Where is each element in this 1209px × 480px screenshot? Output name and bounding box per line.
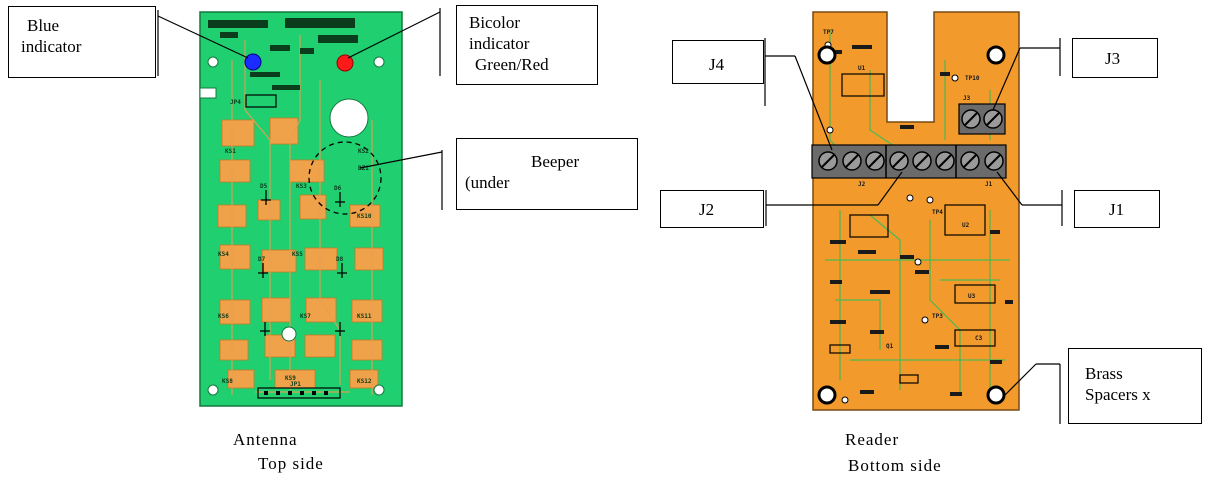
callout-bicolor-line2: indicator xyxy=(469,34,530,53)
reader-test-points xyxy=(824,41,959,404)
reader-small-parts xyxy=(830,45,1013,396)
jp1-connector xyxy=(257,387,341,399)
callout-j2: J2 xyxy=(660,190,764,228)
silk-c3: C3 xyxy=(975,335,983,342)
callout-brass-line2: Spacers x xyxy=(1085,385,1151,404)
callout-blue-indicator-line1: Blue xyxy=(27,16,60,35)
silk-ks1: KS1 xyxy=(225,148,236,155)
silk-d7: D7 xyxy=(258,256,266,263)
silk-u1: U1 xyxy=(858,65,866,72)
beeper-outline xyxy=(308,141,382,215)
silk-u2: U2 xyxy=(962,222,970,229)
silk-tp3: TP3 xyxy=(932,313,943,320)
callout-j3-label: J3 xyxy=(1105,49,1121,68)
main-terminal-row xyxy=(811,144,1007,179)
callout-bicolor-indicator: Bicolor indicator Green/Red xyxy=(456,5,598,85)
reader-leaders xyxy=(764,38,1063,424)
reader-caption-line2: Bottom side xyxy=(848,456,942,475)
reader-components xyxy=(829,73,996,384)
callout-beeper: Beeper (under xyxy=(456,138,638,210)
silk-ks11: KS11 xyxy=(357,313,372,320)
silk-j2: J2 xyxy=(858,181,866,188)
red-led xyxy=(336,54,354,72)
silk-d6: D6 xyxy=(334,185,342,192)
silk-j1: J1 xyxy=(985,181,993,188)
antenna-caption-line1: Antenna xyxy=(233,430,298,449)
callout-beeper-line2: (under xyxy=(465,173,510,192)
antenna-caption-line2: Top side xyxy=(258,454,324,473)
reader-board xyxy=(812,11,1020,411)
antenna-mounting-holes xyxy=(207,56,385,396)
silk-d5: D5 xyxy=(260,183,268,190)
callout-blue-indicator-line2: indicator xyxy=(21,37,82,56)
silk-ks8: KS8 xyxy=(222,378,233,385)
silk-ks12: KS12 xyxy=(357,378,372,385)
silk-tp7: TP7 xyxy=(823,29,834,36)
callout-j1: J1 xyxy=(1074,190,1160,228)
reader-caption-line1: Reader xyxy=(845,430,900,449)
reader-mounting-holes xyxy=(817,45,1006,405)
silk-q1: Q1 xyxy=(886,343,894,350)
silk-tp4: TP4 xyxy=(932,209,943,216)
silk-ks5: KS5 xyxy=(292,251,303,258)
callout-blue-indicator: Blue indicator xyxy=(8,6,156,78)
callout-bicolor-line3: Green/Red xyxy=(475,55,549,74)
jp4-header xyxy=(245,94,277,108)
silk-jp4: JP4 xyxy=(230,99,241,106)
silk-ks6: KS6 xyxy=(218,313,229,320)
j3-terminal-block xyxy=(958,103,1006,135)
silk-ks7: KS7 xyxy=(300,313,311,320)
silk-ks10: KS10 xyxy=(357,213,372,220)
callout-j1-label: J1 xyxy=(1109,200,1125,219)
callout-beeper-line1: Beeper xyxy=(531,152,580,171)
callout-j4: J4 xyxy=(672,40,764,84)
antenna-leaders xyxy=(157,8,443,210)
callout-brass-line1: Brass xyxy=(1085,364,1123,383)
silk-tp10: TP10 xyxy=(965,75,980,82)
callout-j2-label: J2 xyxy=(699,200,715,219)
beeper-hole xyxy=(329,98,369,138)
silk-d8: D8 xyxy=(336,256,344,263)
blue-led xyxy=(244,53,262,71)
silk-u3: U3 xyxy=(968,293,976,300)
silk-ks9: KS9 xyxy=(285,375,296,382)
callout-brass-spacers: Brass Spacers x xyxy=(1068,348,1202,424)
silk-ks3: KS3 xyxy=(296,183,307,190)
callout-bicolor-line1: Bicolor xyxy=(469,13,520,32)
silk-bz1: BZ1 xyxy=(358,165,369,172)
antenna-diodes xyxy=(258,190,347,336)
antenna-top-components xyxy=(208,18,358,90)
silk-jp1: JP1 xyxy=(290,381,301,388)
callout-j4-label: J4 xyxy=(709,55,725,74)
silk-j3: J3 xyxy=(963,95,971,102)
silk-ks4: KS4 xyxy=(218,251,229,258)
callout-j3: J3 xyxy=(1072,38,1158,78)
silk-ks2: KS2 xyxy=(358,148,369,155)
